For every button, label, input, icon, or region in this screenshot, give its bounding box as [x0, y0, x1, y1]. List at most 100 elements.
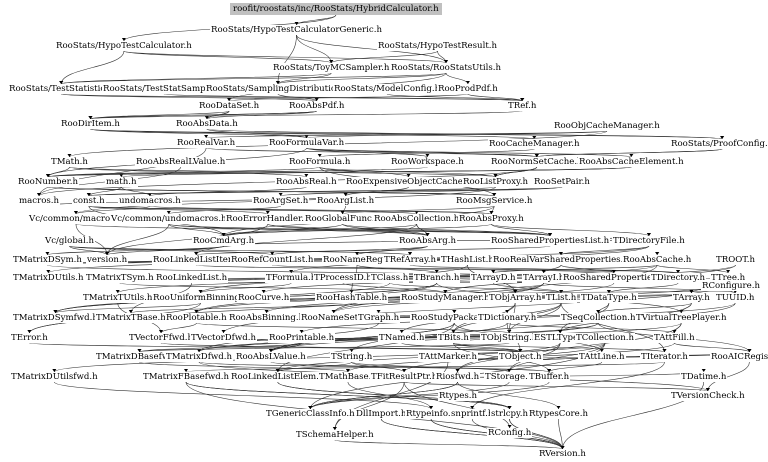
- graph-node[interactable]: RVersion.h: [538, 449, 587, 459]
- graph-node[interactable]: TMatrixDSymfwd.h: [12, 313, 99, 323]
- graph-node[interactable]: TMatrixDUtils.h: [12, 273, 85, 283]
- graph-node[interactable]: RooAbsArg.h: [398, 236, 458, 246]
- graph-node[interactable]: TCollection.h: [575, 333, 636, 343]
- graph-node[interactable]: RooLinkedListIter.h: [152, 255, 241, 265]
- graph-node[interactable]: RooAbsProxy.h: [458, 214, 525, 224]
- graph-node[interactable]: TRef.h: [507, 101, 538, 111]
- graph-node[interactable]: TFitResultPtr.h: [370, 372, 439, 382]
- graph-node[interactable]: TNamed.h: [378, 333, 426, 343]
- graph-node[interactable]: TGenericClassInfo.h: [265, 409, 356, 419]
- graph-node[interactable]: TBits.h: [437, 333, 470, 343]
- graph-node[interactable]: TBuffer.h: [528, 372, 571, 382]
- graph-node[interactable]: TRefArray.h: [383, 255, 437, 265]
- graph-node[interactable]: RooAICRegistry.h: [710, 352, 768, 362]
- graph-node[interactable]: TDirectory.h: [650, 273, 707, 283]
- graph-node[interactable]: TMatrixDBasefwd.h: [95, 352, 184, 362]
- graph-node[interactable]: RooObjCacheManager.h: [553, 121, 661, 131]
- graph-root-node[interactable]: roofit/roostats/inc/RooStats/HybridCalcu…: [230, 3, 442, 15]
- graph-node[interactable]: RooArgSet.h: [252, 196, 310, 206]
- graph-node[interactable]: TROOT.h: [715, 255, 757, 265]
- graph-node[interactable]: TMatrixTSym.h: [85, 273, 155, 283]
- graph-node[interactable]: TVirtualTreePlayer.h: [635, 313, 728, 323]
- graph-node[interactable]: TMatrixDUtilsfwd.h: [10, 372, 99, 382]
- graph-node[interactable]: TArray.h: [672, 293, 711, 303]
- graph-node[interactable]: RooStats/HypoTestResult.h: [377, 41, 499, 51]
- graph-node[interactable]: RooWorkspace.h: [390, 157, 465, 167]
- graph-node[interactable]: DllImport.h: [355, 409, 408, 419]
- graph-node[interactable]: RooExpensiveObjectCache.h: [345, 177, 473, 187]
- graph-node[interactable]: undomacros.h: [118, 196, 182, 206]
- graph-node[interactable]: TDatime.h: [680, 372, 728, 382]
- graph-node[interactable]: RooErrorHandler.h: [225, 214, 311, 224]
- graph-node[interactable]: TDictionary.h: [477, 313, 538, 323]
- graph-node[interactable]: RooFormulaVar.h: [268, 138, 346, 148]
- graph-node[interactable]: RooNameReg.h: [322, 255, 393, 265]
- graph-node[interactable]: TBranch.h: [413, 273, 461, 283]
- graph-node[interactable]: TClass.h: [370, 273, 410, 283]
- graph-node[interactable]: TMatrixTUtils.h: [82, 293, 154, 303]
- graph-node[interactable]: RooAbsLValue.h: [235, 352, 307, 362]
- graph-node[interactable]: Vc/common/macros.h: [28, 214, 124, 224]
- graph-node[interactable]: RConfig.h: [487, 428, 533, 438]
- graph-node[interactable]: Vc/common/undomacros.h: [110, 214, 228, 224]
- graph-node[interactable]: RooUniformBinning.h: [152, 293, 250, 303]
- graph-node[interactable]: TUUID.h: [715, 293, 756, 303]
- graph-node[interactable]: TFormula.h: [265, 273, 318, 283]
- graph-node[interactable]: RooSetPair.h: [533, 177, 591, 187]
- graph-node[interactable]: TMathBase.h: [318, 372, 378, 382]
- graph-node[interactable]: RooProdPdf.h: [437, 84, 499, 94]
- graph-node[interactable]: RooAbsRealLValue.h: [135, 157, 227, 167]
- graph-node[interactable]: strlcpy.h: [490, 409, 530, 419]
- graph-node[interactable]: RooSharedProperties.h: [562, 273, 666, 283]
- graph-node[interactable]: TMatrixTBase.h: [95, 313, 167, 323]
- graph-node[interactable]: RooCacheManager.h: [488, 139, 581, 149]
- graph-node[interactable]: RooAbsBinning.h: [228, 313, 306, 323]
- graph-node[interactable]: RooStudyManager.h: [400, 293, 491, 303]
- graph-node[interactable]: TList.h: [545, 293, 578, 303]
- graph-node[interactable]: RooStats/ModelConfig.h: [333, 84, 442, 94]
- graph-node[interactable]: Rtypes.h: [438, 391, 479, 401]
- graph-node[interactable]: RooHashTable.h: [315, 293, 389, 303]
- graph-node[interactable]: RooStats/HypoTestCalculatorGeneric.h: [210, 25, 383, 35]
- graph-node[interactable]: TStorage.h: [484, 372, 535, 382]
- graph-node[interactable]: RooCmdArg.h: [192, 236, 256, 246]
- graph-node[interactable]: TVectorDfwd.h: [190, 333, 257, 343]
- graph-node[interactable]: TDirectoryFile.h: [612, 236, 686, 246]
- graph-node[interactable]: RooListProxy.h: [462, 177, 530, 187]
- graph-node[interactable]: RooAbsCache.h: [622, 255, 693, 265]
- graph-node[interactable]: RooFormula.h: [288, 157, 352, 167]
- graph-node[interactable]: RooStats/HypoTestCalculator.h: [55, 41, 193, 51]
- graph-node[interactable]: TTree.h: [710, 273, 747, 283]
- graph-node[interactable]: RooStats/RooStatsUtils.h: [390, 63, 503, 73]
- graph-node[interactable]: TObjArray.h: [488, 293, 543, 303]
- graph-node[interactable]: RooPrintable.h: [268, 333, 336, 343]
- graph-node[interactable]: RooNameSet.h: [300, 313, 368, 323]
- graph-node[interactable]: RooAbsReal.h: [275, 177, 338, 187]
- graph-node[interactable]: Vc/global.h: [44, 236, 95, 246]
- graph-node[interactable]: RooStats/ToyMCSampler.h: [272, 63, 391, 73]
- graph-node[interactable]: RooNumber.h: [17, 177, 80, 187]
- graph-node[interactable]: THashList.h: [440, 255, 495, 265]
- graph-node[interactable]: RooLinkedList.h: [155, 273, 229, 283]
- graph-node[interactable]: RooPlotable.h: [165, 313, 228, 323]
- graph-node[interactable]: RooAbsCollection.h: [373, 214, 461, 224]
- graph-node[interactable]: RooNormSetCache.h: [490, 157, 584, 167]
- graph-node[interactable]: TVectorFfwd.h: [128, 333, 195, 343]
- graph-node[interactable]: TMatrixDfwd.h: [165, 352, 234, 362]
- graph-node[interactable]: RooSharedPropertiesList.h: [490, 236, 611, 246]
- graph-node[interactable]: Riosfwd.h: [435, 372, 481, 382]
- graph-node[interactable]: TMatrixDSym.h: [12, 255, 83, 265]
- graph-node[interactable]: macros.h: [18, 196, 61, 206]
- graph-node[interactable]: RooRealVarSharedProperties.h: [492, 255, 630, 265]
- graph-node[interactable]: TAttFill.h: [653, 333, 696, 343]
- graph-node[interactable]: math.h: [105, 177, 138, 187]
- graph-node[interactable]: TError.h: [10, 333, 49, 343]
- graph-node[interactable]: TObject.h: [498, 352, 543, 362]
- graph-node[interactable]: TArrayI.h: [522, 273, 566, 283]
- graph-node[interactable]: RooGlobalFunc.h: [304, 214, 382, 224]
- graph-node[interactable]: RooRealVar.h: [176, 138, 237, 148]
- graph-node[interactable]: TGraph.h: [357, 313, 401, 323]
- graph-node[interactable]: RooAbsData.h: [175, 119, 239, 129]
- graph-node[interactable]: RooStats/TestStatistic.h: [8, 84, 115, 94]
- graph-node[interactable]: RooStudyPackage.h: [410, 313, 499, 323]
